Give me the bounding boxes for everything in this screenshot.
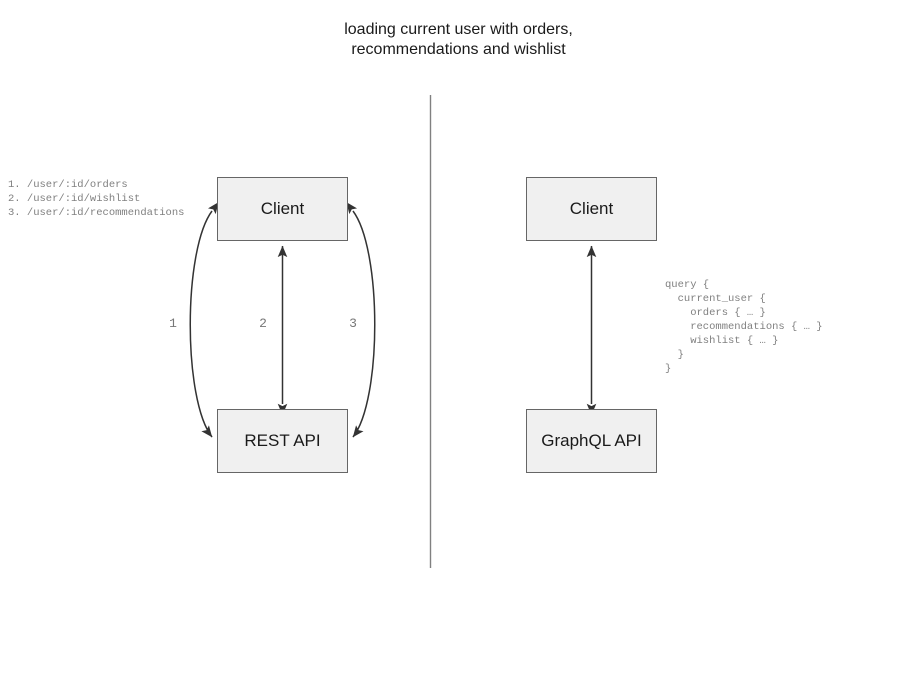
node-graphql-api: GraphQL API xyxy=(526,409,657,473)
node-graphql-client: Client xyxy=(526,177,657,241)
rest-endpoint-list: 1. /user/:id/orders 2. /user/:id/wishlis… xyxy=(8,179,185,219)
rest-edge-label-3: 3 xyxy=(349,316,357,331)
rest-edge-1-curve xyxy=(189,202,219,438)
graphql-query-snippet: query { current_user { orders { … } reco… xyxy=(665,279,823,375)
node-graphql-client-label: Client xyxy=(569,199,614,218)
node-graphql-api-label: GraphQL API xyxy=(541,431,642,450)
rest-edge-label-1: 1 xyxy=(169,316,177,331)
node-rest-client-label: Client xyxy=(260,199,305,218)
rest-edge-3-curve xyxy=(346,202,376,438)
node-rest-client: Client xyxy=(217,177,348,241)
node-rest-api: REST API xyxy=(217,409,348,473)
page-title: loading current user with orders, recomm… xyxy=(344,21,573,58)
rest-edge-label-2: 2 xyxy=(259,316,267,331)
node-rest-api-label: REST API xyxy=(244,431,321,450)
